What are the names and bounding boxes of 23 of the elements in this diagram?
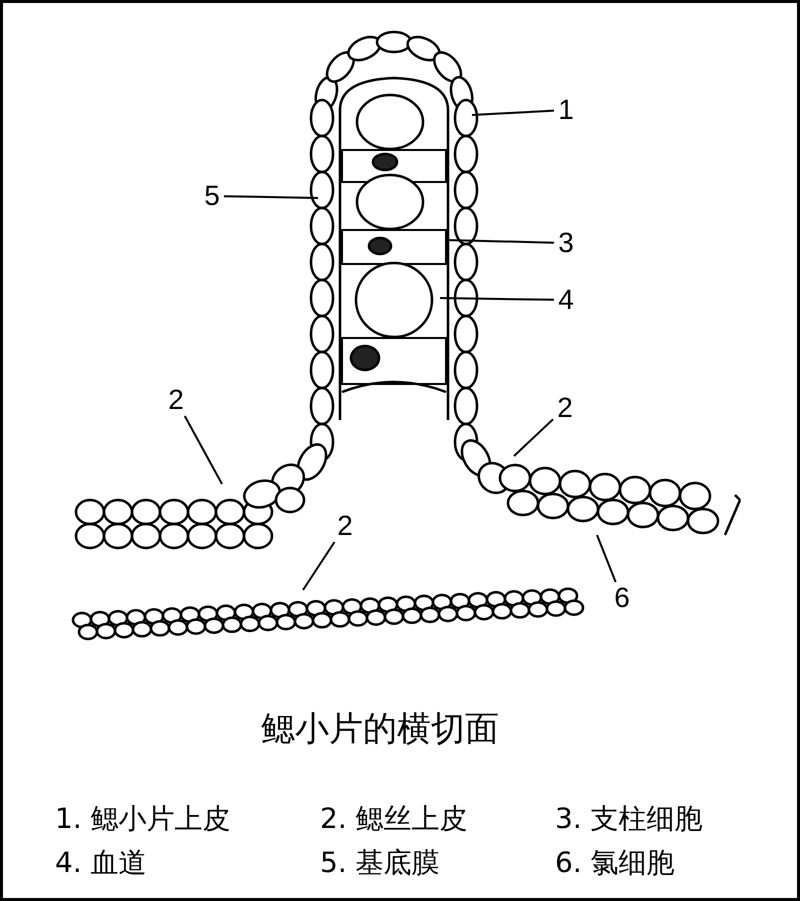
callout-number: 1	[554, 94, 578, 126]
leader-line	[596, 534, 617, 582]
leader-line	[472, 110, 554, 116]
legend-text: 6. 氯细胞	[555, 845, 675, 881]
callout-number: 6	[610, 582, 634, 614]
legend-text: 5. 基底膜	[320, 845, 440, 881]
legend-text: 4. 血道	[55, 845, 147, 881]
legend-text: 3. 支柱细胞	[555, 801, 703, 837]
callout-number: 2	[553, 392, 577, 424]
legend-text: 2. 鳃丝上皮	[320, 801, 468, 837]
leader-line	[440, 297, 554, 301]
callout-number: 2	[333, 510, 357, 542]
leader-line	[184, 416, 223, 484]
leader-line	[224, 195, 318, 199]
callout-number: 5	[200, 180, 224, 212]
leader-line	[513, 418, 554, 457]
legend-text: 1. 鳃小片上皮	[55, 801, 231, 837]
figure-caption: 鳃小片的横切面	[260, 708, 500, 751]
callout-number: 2	[164, 384, 188, 416]
leader-line	[444, 239, 554, 244]
leader-line	[302, 541, 336, 591]
callout-number: 3	[554, 227, 578, 259]
callout-number: 4	[554, 284, 578, 316]
